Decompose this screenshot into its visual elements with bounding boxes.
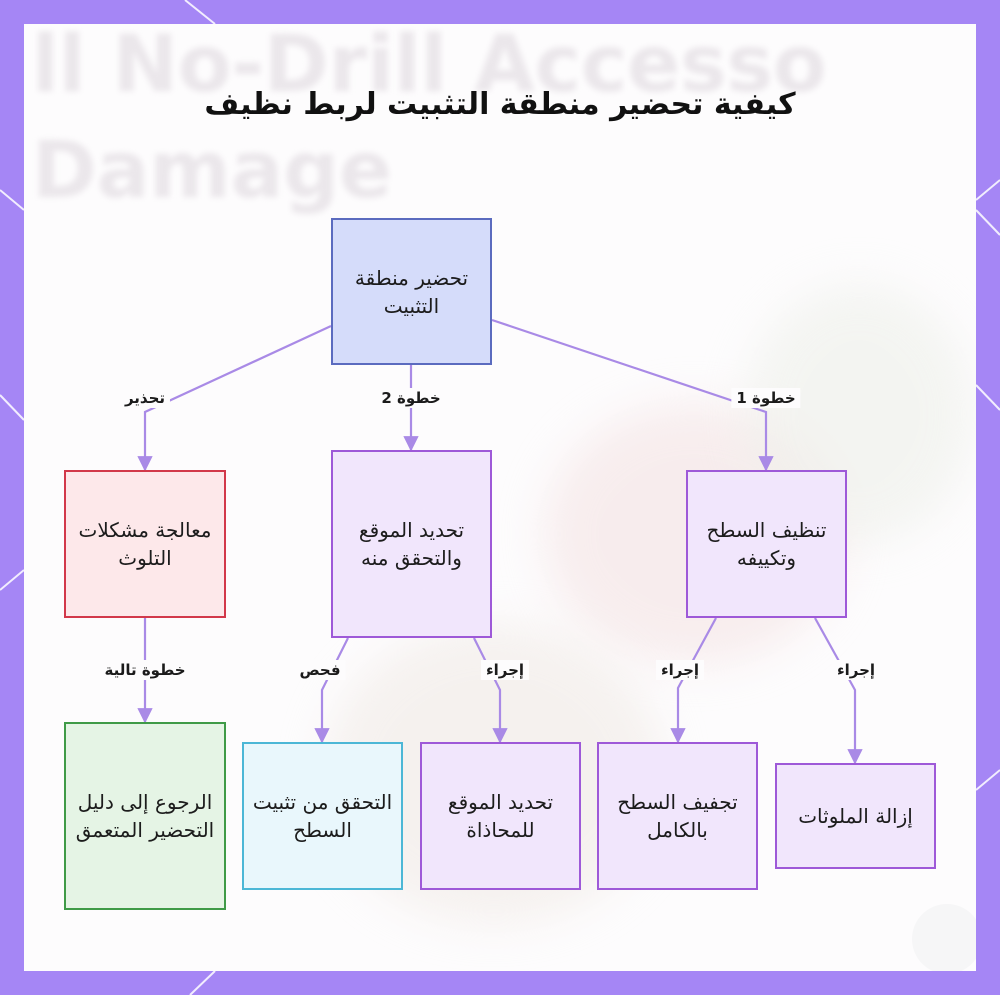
node-clean-and-condition-surface: تنظيف السطح وتكييفه: [686, 470, 847, 618]
background-watermark-line2: Damage: [32, 126, 393, 216]
edge-step2-to-align: [473, 637, 508, 744]
background-watermark-line1: ll No-Drill Accesso: [32, 24, 827, 110]
edge-step1-to-remove: [814, 617, 863, 765]
node-locate-and-verify: تحديد الموقع والتحقق منه: [331, 450, 492, 638]
edge-label-step-1: خطوة 1: [731, 388, 801, 408]
node-prepare-installation-area: تحضير منطقة التثبيت: [331, 218, 492, 365]
edge-step1-to-dry: [670, 617, 717, 744]
watermark-logo: [912, 904, 976, 971]
node-refer-to-detailed-guide: الرجوع إلى دليل التحضير المتعمق: [64, 722, 226, 910]
node-dry-surface-completely: تجفيف السطح بالكامل: [597, 742, 758, 890]
edge-label-action-dry: إجراء: [655, 660, 705, 680]
diagram-title: كيفية تحضير منطقة التثبيت لربط نظيف: [204, 87, 796, 122]
edge-root-to-warning: [137, 325, 332, 472]
edge-step2-to-check: [314, 637, 349, 744]
edge-label-action-remove: إجراء: [831, 660, 881, 680]
edge-label-inspect: فحص: [294, 660, 346, 680]
node-address-contamination: معالجة مشكلات التلوث: [64, 470, 226, 618]
edge-root-to-step1: [491, 318, 774, 472]
node-remove-contaminants: إزالة الملوثات: [775, 763, 936, 869]
edge-label-warning: تحذير: [119, 388, 171, 408]
node-verify-surface-fixation: التحقق من تثبيت السطح: [242, 742, 403, 890]
edge-label-next-step: خطوة تالية: [99, 660, 191, 680]
edge-label-step-2: خطوة 2: [376, 388, 446, 408]
node-mark-alignment-position: تحديد الموقع للمحاذاة: [420, 742, 581, 890]
edge-label-action-align: إجراء: [480, 660, 530, 680]
